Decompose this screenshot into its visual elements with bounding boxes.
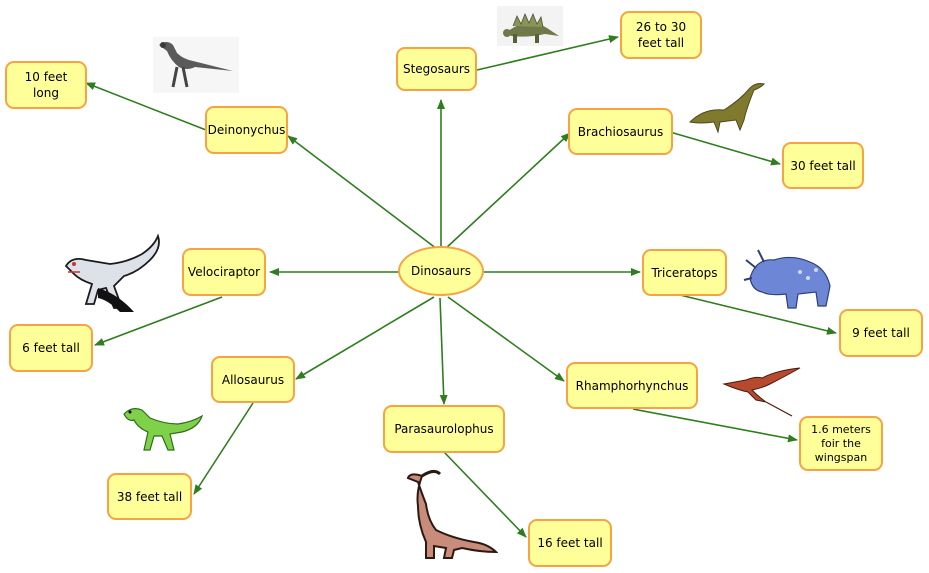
edge-center-allosaurus	[295, 296, 435, 380]
node-deinonychus-label: Deinonychus	[207, 123, 286, 137]
fact-allosaurus: 38 feet tall	[107, 473, 192, 520]
edge-triceratops-fact	[679, 294, 837, 335]
node-allosaurus-label: Allosaurus	[221, 372, 285, 387]
rhamphorhynchus-image	[722, 367, 801, 417]
fact-stegosaurs-label: 26 to 30 feet tall	[635, 20, 687, 50]
fact-stegosaurs: 26 to 30 feet tall	[620, 11, 702, 59]
fact-brachiosaurus: 30 feet tall	[782, 142, 864, 189]
edge-brachiosaurus-fact	[669, 131, 781, 166]
edge-parasaurolophus-fact	[443, 451, 527, 538]
brachiosaurus-image	[688, 83, 765, 134]
node-triceratops-label: Triceratops	[651, 265, 718, 280]
deinonychus-image	[153, 37, 239, 93]
fact-brachiosaurus-label: 30 feet tall	[790, 158, 856, 173]
fact-triceratops: 9 feet tall	[839, 309, 923, 357]
fact-triceratops-label: 9 feet tall	[852, 326, 910, 340]
fact-parasaurolophus-label: 16 feet tall	[537, 536, 603, 550]
center-node-dinosaurs: Dinosaurs	[398, 246, 484, 296]
node-triceratops: Triceratops	[642, 249, 727, 296]
edge-allosaurus-fact	[193, 402, 254, 495]
node-velociraptor: Velociraptor	[182, 248, 266, 296]
edge-stegosaurs-fact	[476, 35, 619, 71]
triceratops-image	[743, 249, 831, 309]
node-stegosaurs: Stegosaurs	[396, 47, 477, 91]
fact-rhamphorhynchus: 1.6 meters foir the wingspan	[799, 416, 883, 471]
edge-center-deinonychus	[287, 135, 438, 250]
allosaurus-image	[123, 408, 204, 451]
edge-velociraptor-fact	[94, 296, 223, 346]
edge-center-brachiosaurus	[444, 132, 571, 250]
node-brachiosaurus-label: Brachiosaurus	[577, 124, 664, 139]
fact-allosaurus-label: 38 feet tall	[116, 489, 183, 504]
node-rhamphorhynchus-label: Rhamphorhynchus	[575, 378, 689, 393]
fact-parasaurolophus: 16 feet tall	[528, 519, 612, 567]
node-allosaurus: Allosaurus	[211, 356, 295, 403]
parasaurolophus-image	[406, 469, 498, 559]
node-parasaurolophus: Parasaurolophus	[383, 405, 505, 453]
edge-center-rhamphorhynchus	[447, 296, 565, 382]
edge-center-parasaurolophus	[439, 297, 448, 405]
edge-deinonychus-fact	[85, 82, 207, 131]
center-label: Dinosaurs	[411, 264, 471, 278]
edge-rhamphorhynchus-fact	[632, 408, 798, 443]
node-brachiosaurus: Brachiosaurus	[568, 108, 673, 155]
stegosaurus-image	[497, 6, 563, 46]
fact-rhamphorhynchus-label: 1.6 meters foir the wingspan	[811, 422, 871, 464]
node-deinonychus: Deinonychus	[205, 106, 288, 154]
node-parasaurolophus-label: Parasaurolophus	[394, 422, 494, 436]
node-stegosaurs-label: Stegosaurs	[402, 62, 471, 76]
fact-deinonychus-label: 10 feet long	[24, 70, 68, 100]
node-rhamphorhynchus: Rhamphorhynchus	[566, 362, 698, 409]
fact-deinonychus: 10 feet long	[5, 61, 87, 109]
velociraptor-image	[64, 233, 160, 312]
fact-velociraptor: 6 feet tall	[9, 324, 93, 372]
node-velociraptor-label: Velociraptor	[187, 265, 261, 279]
fact-velociraptor-label: 6 feet tall	[22, 341, 80, 355]
